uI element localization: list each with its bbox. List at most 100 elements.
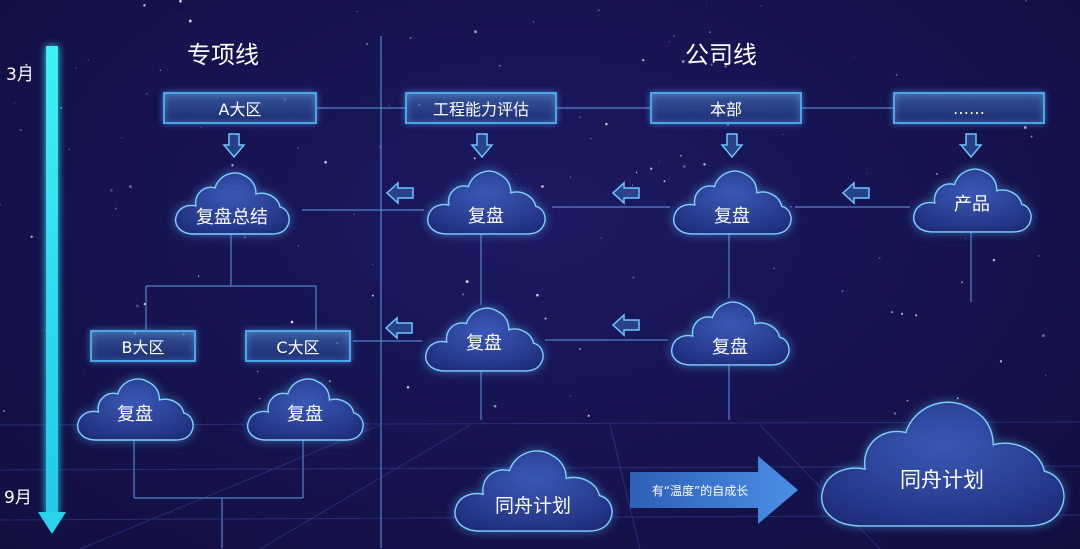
star [760, 5, 762, 7]
down-arrow-icon [959, 133, 983, 159]
box-more: …… [893, 92, 1045, 124]
star [1023, 126, 1027, 129]
star [388, 104, 390, 106]
star [188, 19, 192, 23]
star [891, 311, 894, 314]
down-arrow-icon [222, 133, 246, 159]
star [371, 294, 374, 297]
star [532, 21, 535, 23]
section-title-company: 公司线 [685, 41, 757, 69]
star [878, 257, 881, 259]
cloud-review-4: 复盘 [668, 296, 792, 368]
star [87, 59, 89, 61]
star [290, 320, 294, 324]
cloud-tongzhou-big-label: 同舟计划 [900, 468, 984, 492]
star [569, 395, 571, 397]
star [544, 317, 547, 320]
star [461, 293, 465, 296]
star [1037, 255, 1040, 257]
star [649, 167, 653, 170]
star [409, 37, 412, 39]
star [75, 67, 77, 69]
star [256, 370, 259, 373]
star [146, 93, 148, 95]
star [961, 281, 963, 283]
cloud-icon [814, 390, 1070, 532]
star [68, 148, 70, 151]
star [19, 129, 22, 132]
star [372, 264, 374, 266]
star [473, 157, 476, 160]
star [136, 304, 139, 308]
star [782, 133, 784, 135]
star [356, 11, 358, 13]
left-arrow-icon [386, 181, 414, 205]
star [900, 312, 904, 315]
star [965, 238, 967, 240]
star [114, 207, 117, 210]
cloud-icon [670, 165, 794, 237]
timeline-start-label: 3月 [6, 65, 34, 85]
star [915, 314, 918, 317]
star [632, 276, 635, 279]
star [110, 189, 113, 192]
down-arrow-icon [470, 133, 494, 159]
star [0, 203, 1, 206]
star [673, 35, 675, 38]
timeline-arrowhead [38, 512, 66, 534]
star [243, 236, 246, 239]
cloud-review-1-label: 复盘 [468, 206, 504, 227]
timeline-end-label: 9月 [4, 488, 32, 508]
star [200, 127, 202, 129]
star [30, 235, 33, 238]
cloud-icon [74, 373, 196, 443]
down-arrow-icon [720, 133, 744, 159]
star [866, 172, 868, 174]
star [605, 122, 608, 126]
star [353, 213, 355, 215]
star [82, 369, 84, 371]
star [197, 275, 200, 277]
cloud-icon [424, 165, 548, 237]
star [297, 147, 299, 149]
star [773, 267, 775, 270]
star [259, 397, 261, 400]
star [906, 399, 909, 402]
star [498, 64, 501, 67]
star [681, 60, 685, 63]
star [536, 293, 539, 297]
cloud-review-2-label: 复盘 [714, 206, 750, 227]
star [60, 106, 63, 109]
star [710, 63, 713, 66]
cloud-review-c-label: 复盘 [287, 404, 323, 425]
star [956, 397, 959, 400]
timeline-bar [46, 46, 58, 516]
cloud-icon [422, 302, 546, 374]
star [541, 185, 544, 188]
cloud-review-summary-label: 复盘总结 [196, 207, 268, 228]
star [598, 9, 600, 11]
star [179, 0, 182, 3]
cloud-tongzhou-small-label: 同舟计划 [494, 495, 571, 517]
star [128, 185, 132, 189]
star [706, 2, 708, 4]
star [474, 30, 477, 34]
star [992, 258, 996, 262]
star [841, 290, 844, 292]
star [590, 138, 592, 140]
star [936, 173, 938, 175]
star [632, 184, 634, 186]
left-arrow-icon [385, 316, 413, 340]
box-engineering-assessment: 工程能力评估 [405, 92, 557, 124]
star [579, 116, 581, 118]
cloud-product: 产品 [910, 163, 1034, 235]
star [895, 74, 898, 76]
cloud-review-2: 复盘 [670, 165, 794, 237]
cloud-review-b-label: 复盘 [117, 404, 153, 425]
cloud-review-3: 复盘 [422, 302, 546, 374]
cloud-review-1: 复盘 [424, 165, 548, 237]
box-a-region: A大区 [163, 92, 317, 124]
star [1041, 334, 1045, 337]
